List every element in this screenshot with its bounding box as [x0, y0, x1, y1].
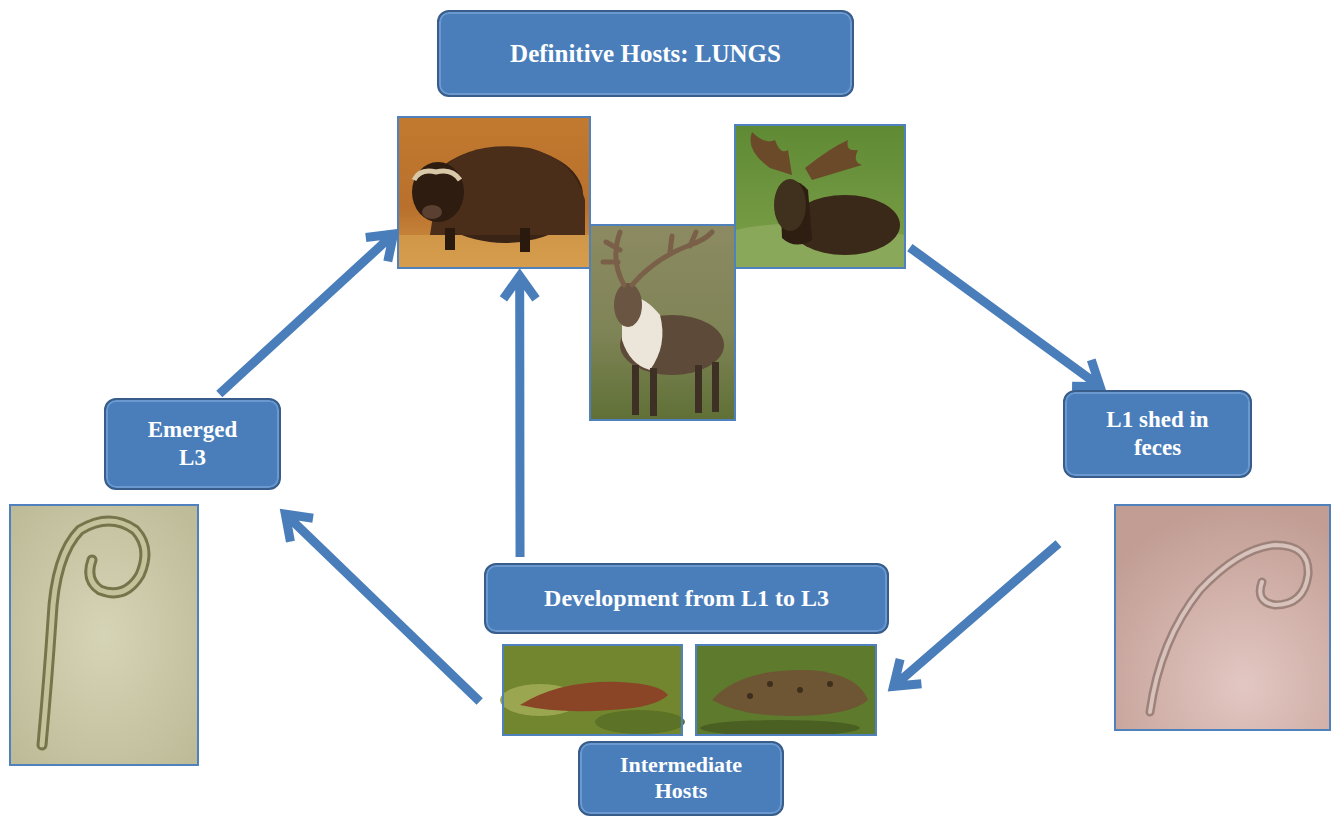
box-label: Development from L1 to L3 — [497, 584, 877, 613]
arrow-line — [894, 544, 1059, 687]
flow-arrow — [503, 276, 536, 557]
box-label: Definitive Hosts: LUNGS — [456, 39, 836, 69]
flow-arrow — [285, 514, 479, 701]
flow-arrow — [219, 234, 393, 394]
process-box: Development from L1 to L3 — [484, 563, 889, 634]
arrow-line — [910, 248, 1100, 387]
moose-photo — [735, 125, 905, 268]
l3-larva-photo — [10, 505, 198, 765]
box-label: Intermediate Hosts — [606, 752, 756, 805]
process-box: L1 shed in feces — [1063, 390, 1252, 478]
arrow-line — [219, 234, 393, 394]
process-box: Emerged L3 — [104, 398, 281, 490]
slug-photo — [696, 645, 876, 736]
node-region: L1 shed in feces — [1063, 390, 1330, 730]
slug-photo — [500, 645, 685, 735]
box-label: Emerged L3 — [138, 416, 248, 471]
flow-arrow — [910, 248, 1100, 387]
caribou-photo — [590, 225, 735, 420]
process-box: Intermediate Hosts — [578, 741, 784, 816]
node-region: Development from L1 to L3 — [484, 563, 889, 735]
process-box: Definitive Hosts: LUNGS — [437, 10, 854, 97]
node-region: Intermediate Hosts — [578, 741, 784, 816]
node-region: Definitive Hosts: LUNGS — [398, 10, 905, 270]
musk-ox-photo — [398, 117, 590, 268]
box-label: L1 shed in feces — [1098, 406, 1218, 461]
l1-larva-photo — [1115, 505, 1330, 730]
flow-arrow — [894, 544, 1059, 687]
arrow-line — [503, 276, 536, 557]
node-region: Emerged L3 — [10, 398, 281, 765]
arrow-line — [285, 514, 479, 701]
